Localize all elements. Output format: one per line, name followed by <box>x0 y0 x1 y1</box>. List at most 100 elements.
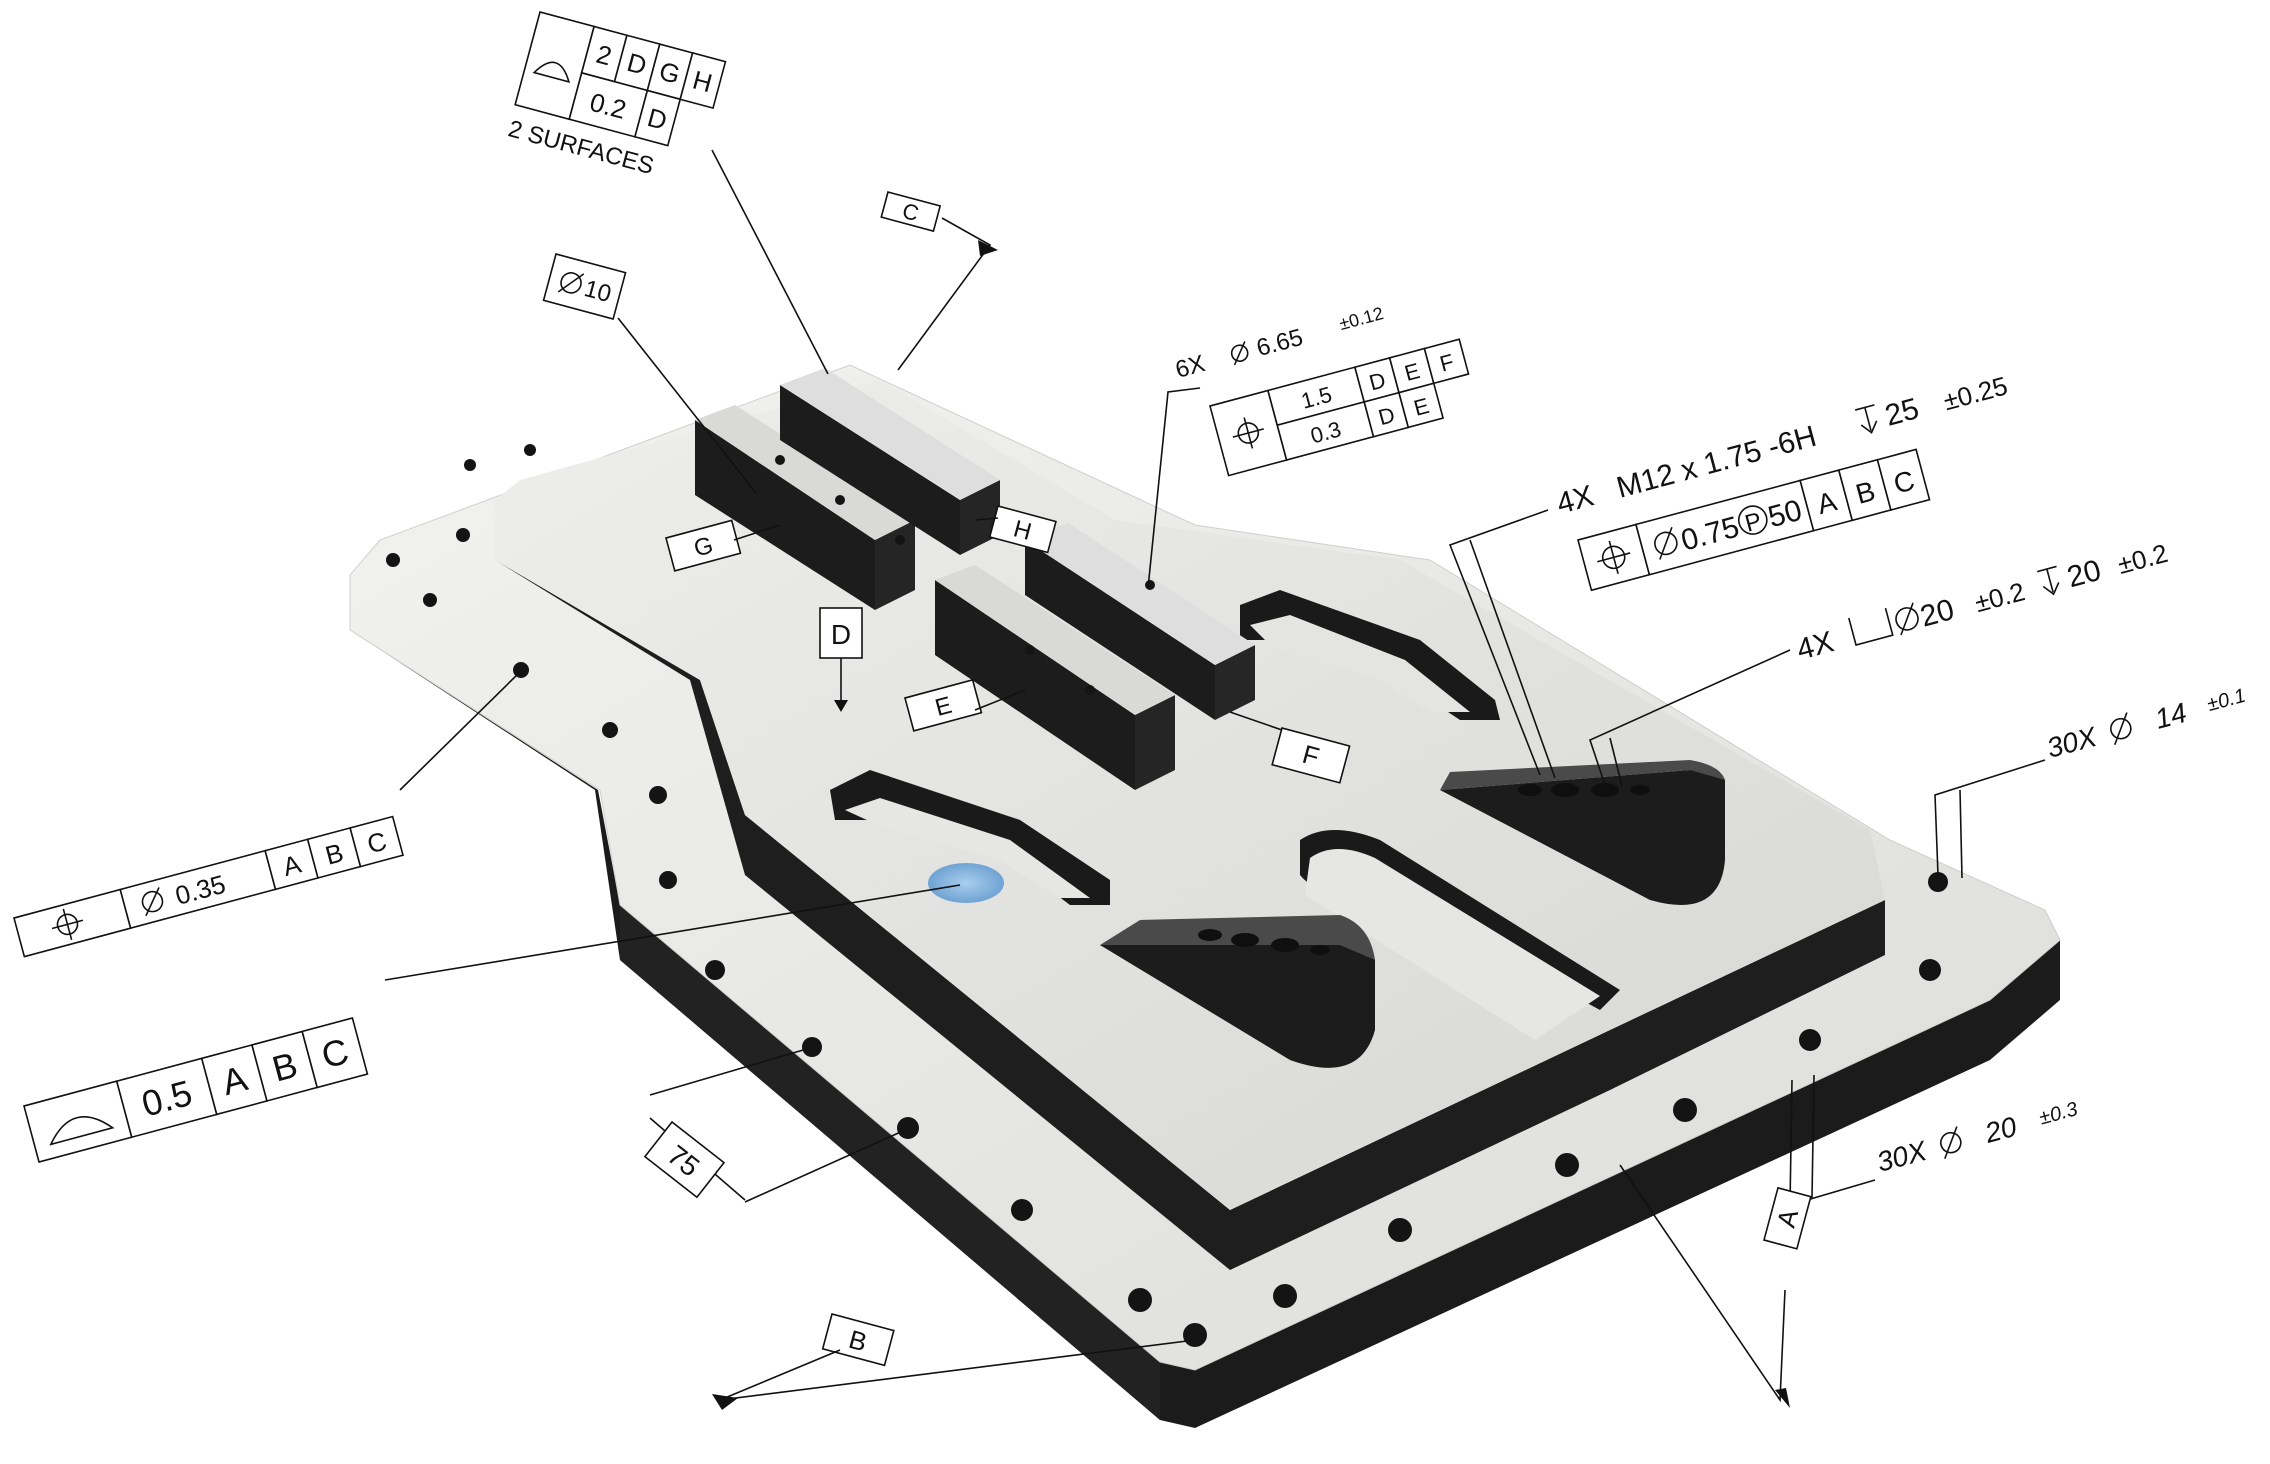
leader-datum-e <box>974 689 1026 711</box>
dim-75-ext2 <box>744 1129 906 1203</box>
diameter-icon <box>1940 1126 1962 1160</box>
perimeter-holes <box>386 444 1948 1347</box>
annotations: 2 D G H 0.2 D 2 SURFACES C 10 <box>13 11 2249 1410</box>
holes-30x-14-callout: 30X 14 ±0.1 <box>2044 685 2249 764</box>
wedge-right-side <box>1440 766 1725 905</box>
datum-a-triangle <box>1775 1388 1790 1408</box>
pocket-left-floor <box>845 798 1090 898</box>
svg-text:30X: 30X <box>1874 1135 1931 1178</box>
datum-g-label: G <box>665 519 742 572</box>
counterbore-icon <box>1848 607 1894 646</box>
svg-text:H: H <box>1011 515 1035 546</box>
datum-c-triangle <box>978 240 998 256</box>
block-e-front <box>1135 695 1175 790</box>
leader-diameter-10 <box>617 317 757 494</box>
block-g-top <box>695 405 915 540</box>
fcf-thread-4x: 0.75 P 50 A B C <box>1577 448 1931 592</box>
svg-text:20: 20 <box>2064 554 2105 595</box>
wedge-right-top <box>1440 760 1725 790</box>
svg-text:14: 14 <box>2152 697 2190 735</box>
diameter-icon <box>2110 712 2132 746</box>
leader-thread-4x <box>1448 509 1549 776</box>
svg-text:±0.12: ±0.12 <box>1337 303 1386 334</box>
svg-text:20: 20 <box>1917 593 1958 634</box>
svg-text:±0.1: ±0.1 <box>2205 685 2248 716</box>
position-icon <box>1597 540 1631 574</box>
block-upper-top <box>780 368 1000 500</box>
datum-a-label: A <box>1763 1186 1812 1250</box>
leader-holes-30x-20-b <box>1811 1074 1815 1199</box>
pocket-upper-right-floor <box>1250 615 1470 712</box>
svg-text:25: 25 <box>1882 392 1923 433</box>
leader-fcf-profile-left <box>384 884 961 981</box>
depth-icon <box>1854 404 1878 434</box>
block-f-side <box>1025 540 1215 720</box>
svg-text:D: D <box>831 619 851 650</box>
svg-text:D: D <box>1376 402 1398 430</box>
diameter-icon <box>1895 602 1919 636</box>
plate-base-side-front <box>620 905 1160 1420</box>
svg-text:C: C <box>900 198 922 226</box>
fcf-position-left: 0.35 A B C <box>13 815 404 958</box>
leader-holes-30x-14-b <box>1959 789 1963 879</box>
wedge-holes <box>1198 783 1650 955</box>
leader-datum-f <box>1229 711 1283 731</box>
diameter-icon <box>1230 341 1249 366</box>
surface-profile-icon <box>532 61 571 83</box>
surface-profile-icon <box>49 1116 115 1146</box>
block-g-side <box>695 420 875 610</box>
leader-counterbore-4x <box>1589 649 1791 786</box>
diameter-icon <box>557 272 585 294</box>
svg-text:20: 20 <box>1981 1111 2020 1149</box>
fcf-profile-top: 2 D G H 0.2 D 2 SURFACES <box>505 11 727 180</box>
datum-f-label: F <box>1271 727 1351 784</box>
block-f-top <box>1025 523 1255 665</box>
datum-target-point <box>928 863 1004 903</box>
block-g-front <box>875 520 915 610</box>
position-icon <box>51 908 84 941</box>
svg-text:±0.3: ±0.3 <box>2037 1098 2080 1129</box>
block-f-front <box>1215 645 1255 720</box>
svg-text:±0.2: ±0.2 <box>1972 576 2028 618</box>
datum-b-triangle <box>712 1394 738 1410</box>
svg-text:E: E <box>932 692 954 722</box>
diameter-icon <box>1654 526 1678 560</box>
svg-text:±0.25: ±0.25 <box>1940 370 2010 416</box>
leader-datum-a <box>1619 1164 1786 1403</box>
svg-text:4X: 4X <box>1553 479 1597 520</box>
leader-counterbore-4x-b <box>1609 737 1623 787</box>
svg-text:4X: 4X <box>1793 625 1837 666</box>
counterbore-4x-callout: 4X 20 ±0.2 20 ±0.2 <box>1793 538 2171 667</box>
block-e-top <box>935 565 1175 715</box>
leader-holes-30x-14 <box>1934 759 2046 876</box>
datum-d-label: D <box>819 607 863 659</box>
svg-text:E: E <box>1402 358 1423 386</box>
datum-b-label: B <box>821 1313 895 1367</box>
block-e-side <box>935 580 1135 790</box>
dim-75-label: 75 <box>643 1120 726 1199</box>
raised-region-side <box>495 500 1885 1270</box>
leader-thread-4x-b <box>1469 539 1556 779</box>
svg-text:6X: 6X <box>1173 350 1208 384</box>
basic-dim-diameter-10: 10 <box>542 253 627 320</box>
leader-hole-6x <box>1147 387 1201 589</box>
position-icon <box>1232 417 1264 449</box>
svg-text:30X: 30X <box>2044 721 2101 764</box>
datum-e-label: E <box>904 678 983 732</box>
leader-datum-h <box>974 517 999 521</box>
slot-floor <box>1305 849 1600 1040</box>
holes-30x-20-callout: 30X 20 ±0.3 <box>1874 1098 2080 1178</box>
datum-d-triangle <box>834 700 848 712</box>
datum-h-label: H <box>988 505 1057 554</box>
leader-datum-c <box>897 217 992 371</box>
fcf-hole-6x: 1.5 D E F 0.3 D E <box>1209 338 1470 477</box>
depth-icon <box>2036 565 2060 596</box>
leader-profile-top <box>711 149 829 375</box>
plate-part <box>349 364 2061 1428</box>
svg-text:±0.2: ±0.2 <box>2114 538 2170 580</box>
fcf-profile-left: 0.5 A B C <box>23 1017 369 1164</box>
datum-c-label: C <box>880 191 942 233</box>
svg-text:6.65: 6.65 <box>1254 324 1306 362</box>
svg-text:D: D <box>1366 367 1388 395</box>
